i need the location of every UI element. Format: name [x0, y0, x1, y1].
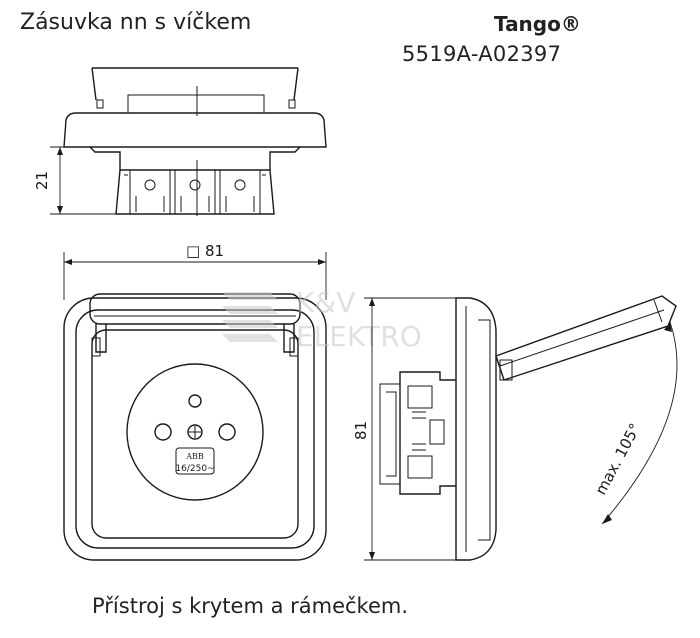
caption: Přístroj s krytem a rámečkem.: [92, 594, 409, 618]
socket-brand-label: ABB: [185, 452, 204, 461]
product-code: 5519A-A02397: [402, 42, 562, 66]
angle-value: max. 105°: [592, 420, 645, 498]
socket-rating-label: 16/250~: [175, 464, 214, 474]
brand-name: Tango®: [494, 12, 581, 36]
width-dimension: □ 81: [63, 242, 327, 300]
height-dimension: 81: [352, 297, 456, 561]
width-value: □ 81: [186, 242, 224, 260]
watermark-line1: K&V: [296, 286, 355, 319]
watermark: K&V ELEKTRO: [222, 286, 422, 353]
depth-dimension: 21: [33, 146, 116, 215]
side-view: max. 105°: [379, 295, 678, 561]
front-view: ABB 16/250~: [63, 293, 327, 561]
height-value: 81: [352, 421, 370, 440]
top-view: [63, 67, 327, 216]
watermark-line2: ELEKTRO: [296, 320, 422, 353]
diagram-title: Zásuvka nn s víčkem: [20, 10, 252, 35]
depth-value: 21: [33, 171, 51, 190]
